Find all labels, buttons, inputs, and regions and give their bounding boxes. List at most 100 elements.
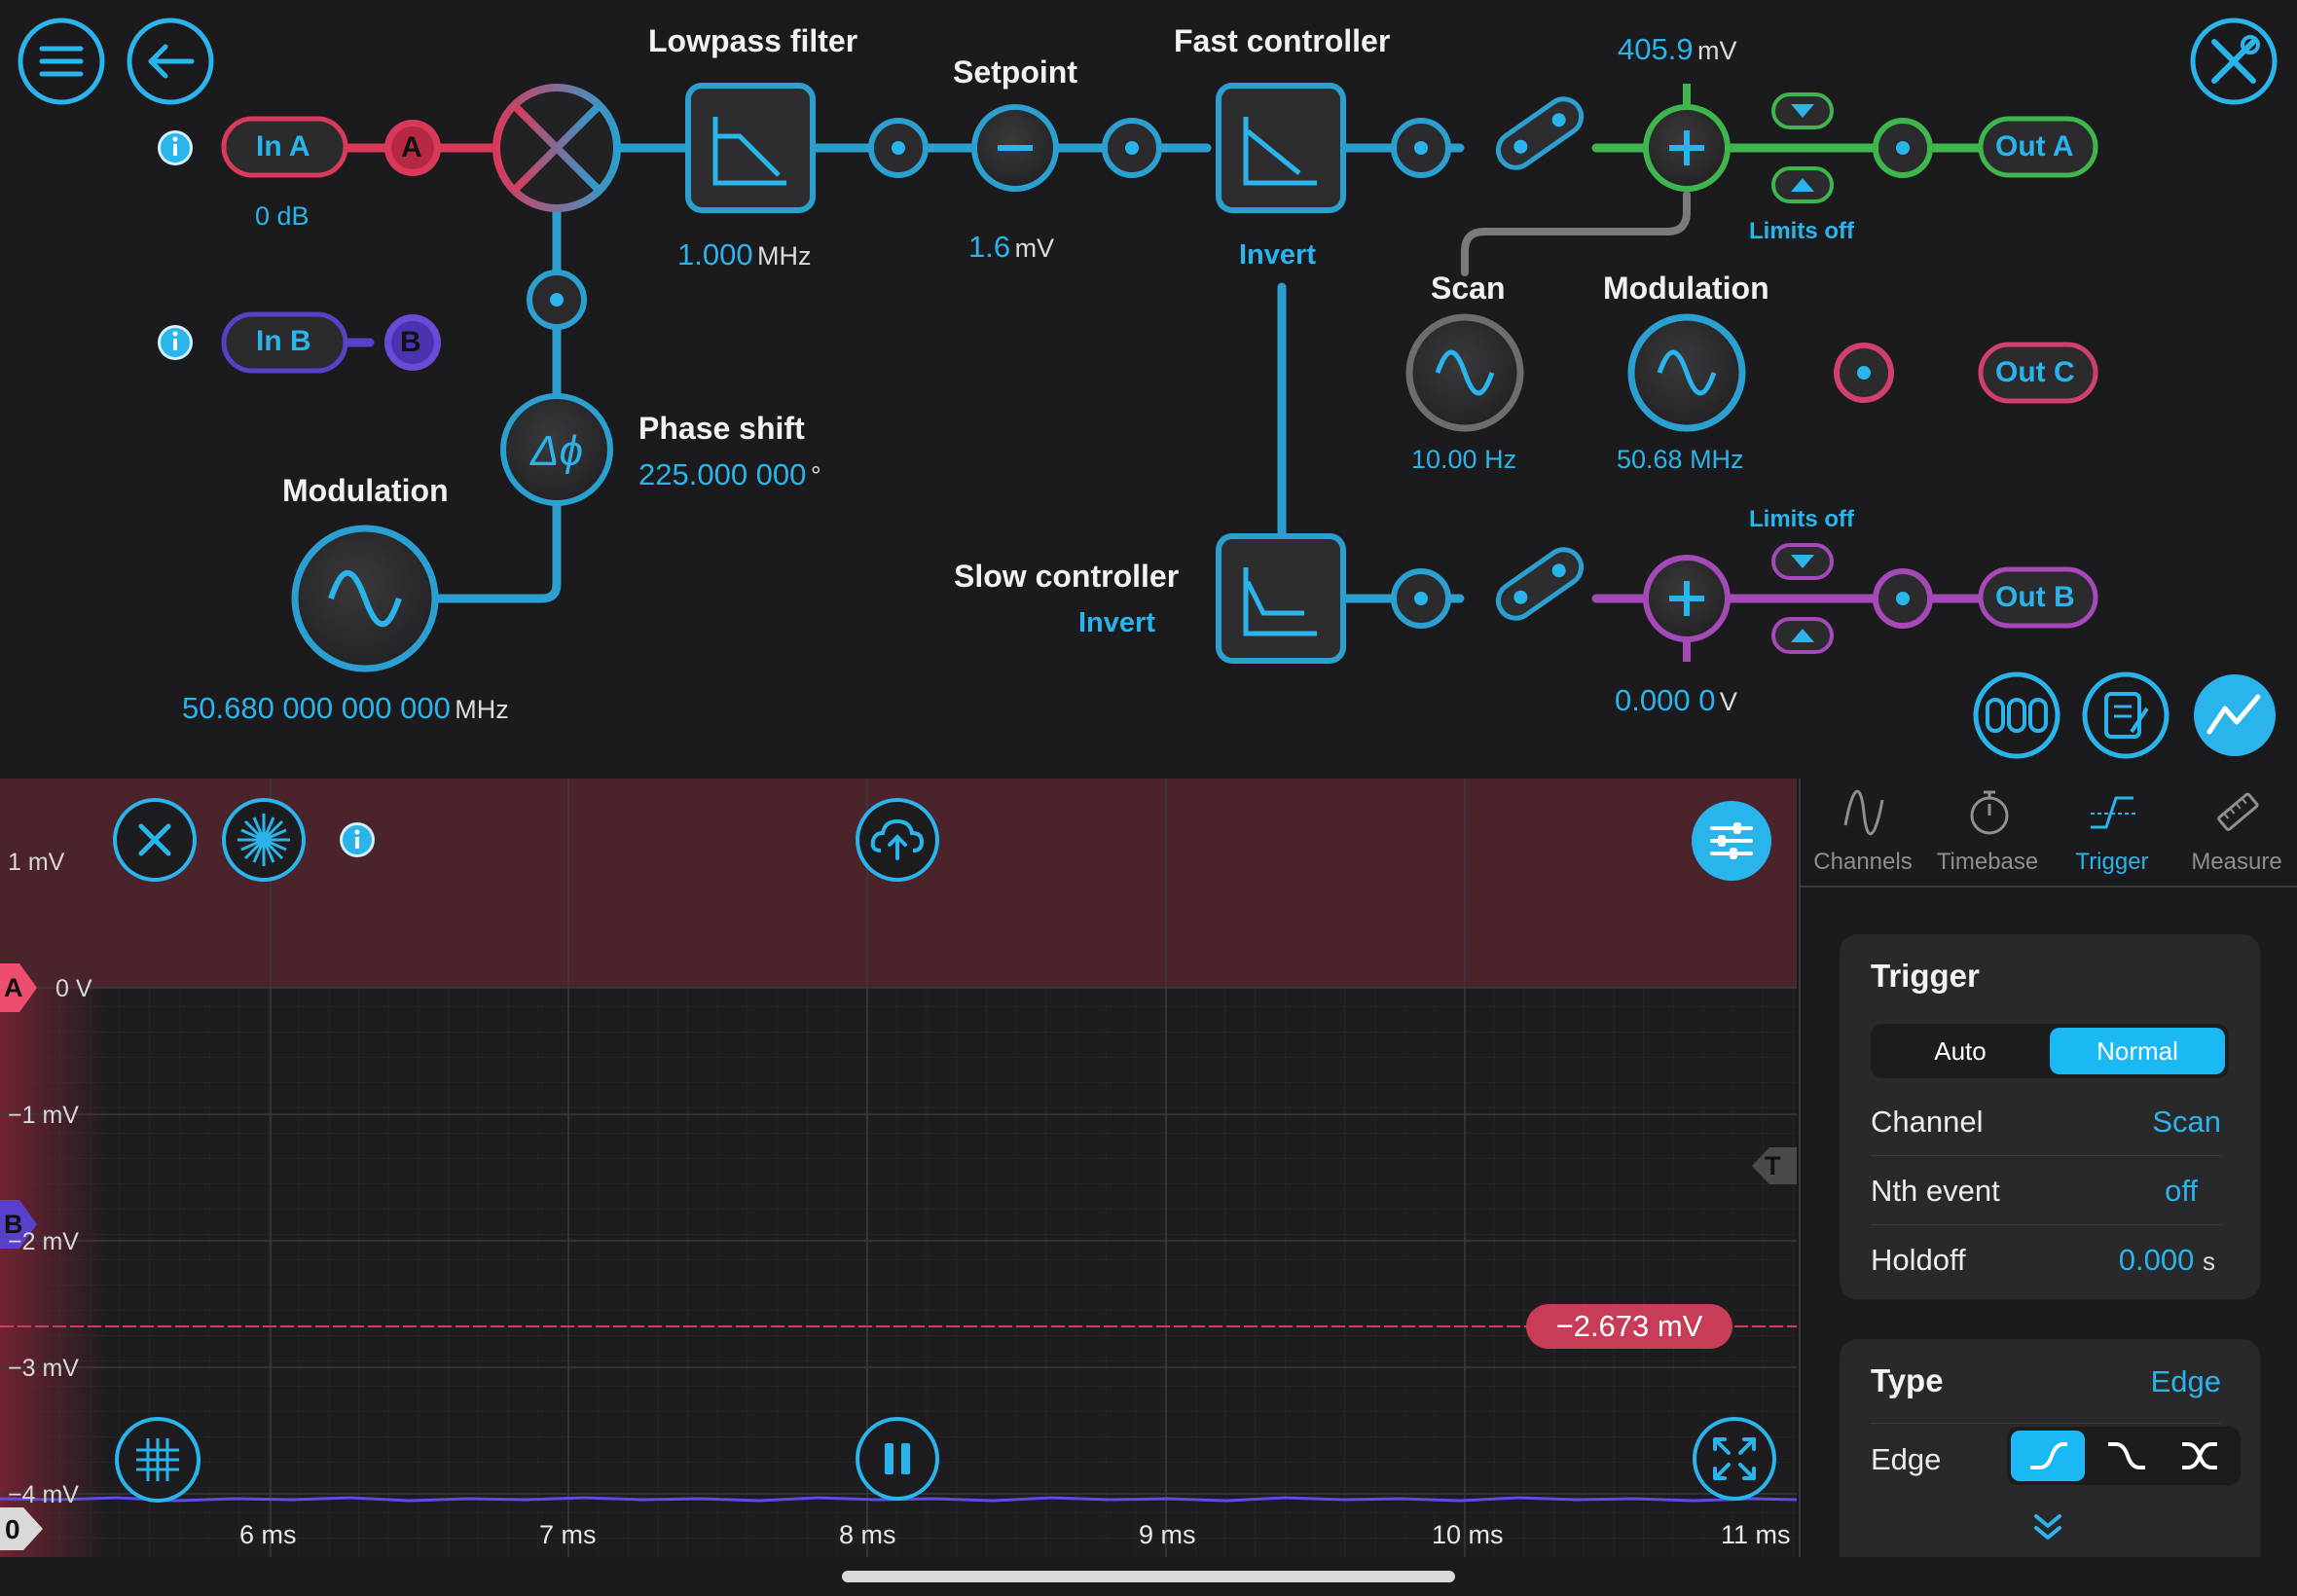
in-a-badge: A [401,131,422,163]
modulation-right-frequency[interactable]: 50.68 MHz [1617,445,1744,474]
x-label-1: 6 ms [239,1520,297,1549]
trigger-type-title: Type [1871,1362,1944,1398]
zero-zero-zero-icon [1973,671,2060,759]
link-icon-a [1495,96,1585,170]
trigger-mode-auto[interactable]: Auto [1934,1036,1987,1066]
arrow-left-icon [127,18,214,105]
both-edges-icon[interactable] [2163,1431,2237,1481]
channel-b-marker-label: B [4,1210,23,1239]
out-a-pill [1978,116,2098,178]
ruler-icon [2217,792,2259,831]
setpoint-title: Setpoint [953,54,1077,90]
modulation-left-title: Modulation [282,473,449,508]
y-label-1: 1 mV [8,849,65,876]
info-icon-in-b [158,325,193,360]
out-b-label[interactable]: Out B [1995,581,2075,613]
grid-icon[interactable] [111,1411,208,1508]
sum-a-value[interactable]: 405.9 mV [1618,32,1737,66]
out-c-label[interactable]: Out C [1995,356,2075,388]
wrench-screwdriver-icon [2190,18,2278,105]
in-b-node [221,311,441,374]
sine-wave-icon-mod-right [1627,313,1746,432]
in-a-label[interactable]: In A [256,130,310,163]
x-label-3: 8 ms [839,1520,896,1549]
tab-timebase[interactable]: Timebase [1925,779,2050,886]
scan-title: Scan [1431,271,1506,306]
starburst-icon[interactable] [220,796,308,884]
trigger-type-value[interactable]: Edge [2150,1364,2221,1398]
falling-edge-icon[interactable] [2089,1431,2163,1481]
y-label-6: −4 mV [8,1481,79,1508]
scope-grid [0,779,1797,1557]
trigger-marker[interactable] [1752,1143,1797,1188]
oscilloscope-plot[interactable]: A B T 0 −2.673 mV [0,779,1797,1557]
setpoint-value[interactable]: 1.6 mV [968,230,1055,264]
notes-button[interactable] [2085,674,2167,756]
limits-a-label[interactable]: Limits off [1749,218,1854,244]
expand-arrows-icon[interactable] [1691,1415,1778,1503]
trigger-mode-segmented: Auto Normal [1871,1024,2229,1078]
x-label-6: 11 ms [1721,1520,1791,1549]
fast-controller-invert[interactable]: Invert [1239,239,1316,271]
zero-marker[interactable] [0,1507,45,1550]
close-icon[interactable] [111,796,199,884]
phase-shift-title: Phase shift [638,411,805,446]
menu-button[interactable] [20,20,102,102]
edge-label: Edge [1871,1442,1942,1476]
trigger-type-card: Type Edge Edge [1840,1339,2260,1557]
modulation-right-title: Modulation [1603,271,1769,306]
zero-marker-label: 0 [5,1514,20,1544]
numeric-view-button[interactable] [1976,674,2058,756]
info-icon[interactable] [339,821,376,858]
edge-segmented [2007,1427,2241,1485]
lowpass-frequency[interactable]: 1.000 MHz [677,237,812,272]
trigger-holdoff-row[interactable]: Holdoff 0.000 s [1871,1243,2215,1277]
cloud-upload-icon[interactable] [854,796,941,884]
trigger-level-badge[interactable]: −2.673 mV [1526,1304,1732,1349]
back-button[interactable] [129,20,211,102]
in-a-gain[interactable]: 0 dB [255,201,310,231]
channel-b-marker[interactable] [0,1200,43,1249]
limits-b-label[interactable]: Limits off [1749,506,1854,532]
svg-text:Δϕ: Δϕ [529,427,583,475]
trigger-channel-row[interactable]: Channel Scan [1871,1087,2221,1156]
sine-wave-icon-mod-left [291,525,439,672]
slow-controller-invert[interactable]: Invert [1078,607,1155,638]
graph-view-button[interactable] [2194,674,2276,756]
sum-b-value[interactable]: 0.000 0 V [1615,683,1737,717]
tab-trigger[interactable]: Trigger [2050,779,2174,886]
tab-measure[interactable]: Measure [2174,779,2297,886]
sliders-icon[interactable] [1691,800,1772,882]
multiply-cross-icon [492,84,621,212]
trigger-marker-label: T [1765,1151,1781,1180]
x-label-4: 9 ms [1139,1520,1196,1549]
x-label-2: 7 ms [539,1520,597,1549]
home-indicator[interactable] [842,1571,1455,1582]
tab-channels[interactable]: Channels [1801,779,1925,886]
rising-edge-icon[interactable] [2011,1431,2085,1481]
hamburger-menu-icon [18,18,105,105]
stopwatch-icon [1970,790,2009,835]
settings-button[interactable] [2193,20,2275,102]
phase-shift-value[interactable]: 225.000 000 ° [638,457,821,491]
limit-arrows-a [1771,92,1834,203]
trigger-nth-event-row[interactable]: Nth event off [1871,1156,2221,1225]
plus-icon-b [1643,555,1731,662]
notes-edit-icon [2082,671,2169,759]
out-a-label[interactable]: Out A [1995,130,2074,163]
out-b-pill [1978,566,2098,629]
wire-mod-left [423,482,562,603]
out-c-pill [1978,342,2098,404]
scan-frequency[interactable]: 10.00 Hz [1411,445,1517,474]
in-b-label[interactable]: In B [256,325,311,357]
sine-wave-icon-scan [1405,313,1524,432]
info-icon-in-a [158,130,193,165]
sine-wave-icon [1843,789,1884,836]
limit-arrows-b [1771,543,1834,654]
oscilloscope-settings-panel: Channels Timebase Trigger [1799,779,2297,1557]
channel-a-marker[interactable] [0,963,43,1012]
modulation-left-frequency[interactable]: 50.680 000 000 000 MHz [182,691,509,725]
chevron-double-down-icon[interactable] [2028,1510,2067,1543]
pause-icon[interactable] [854,1415,941,1503]
trigger-mode-normal[interactable]: Normal [2050,1028,2225,1074]
